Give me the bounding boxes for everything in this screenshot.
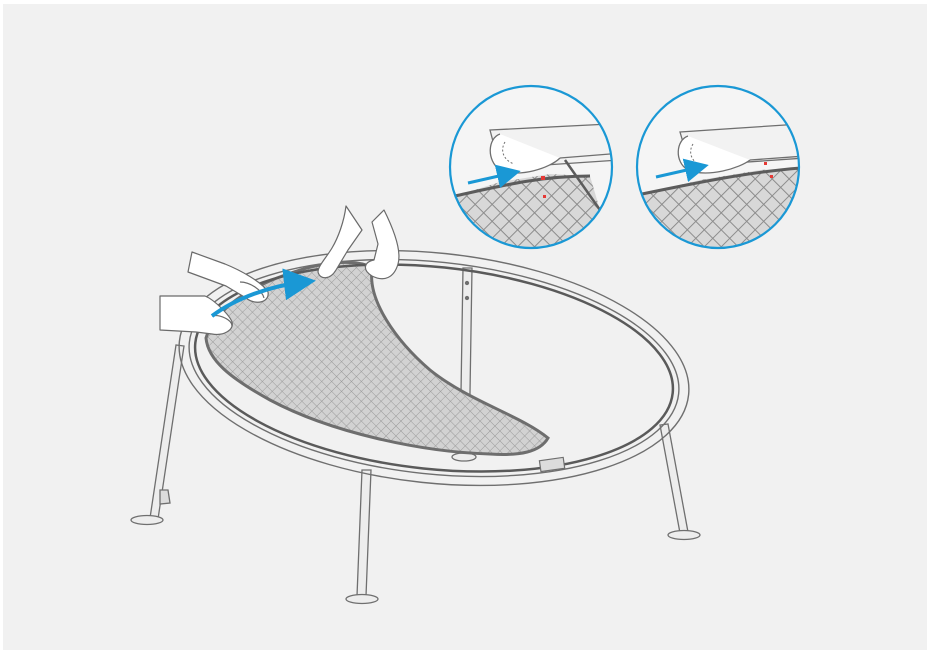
zoom-detail-circle xyxy=(630,80,820,260)
leg-foot-left xyxy=(131,516,163,525)
hand-1 xyxy=(160,296,232,334)
hand-4 xyxy=(365,210,398,279)
leg-foot-front xyxy=(346,595,378,604)
leg-right xyxy=(660,424,688,533)
leg-clip-left xyxy=(160,490,170,504)
leg-front xyxy=(357,470,371,596)
zoom-detail-circle xyxy=(440,80,630,260)
leg-foot-right xyxy=(668,531,700,540)
